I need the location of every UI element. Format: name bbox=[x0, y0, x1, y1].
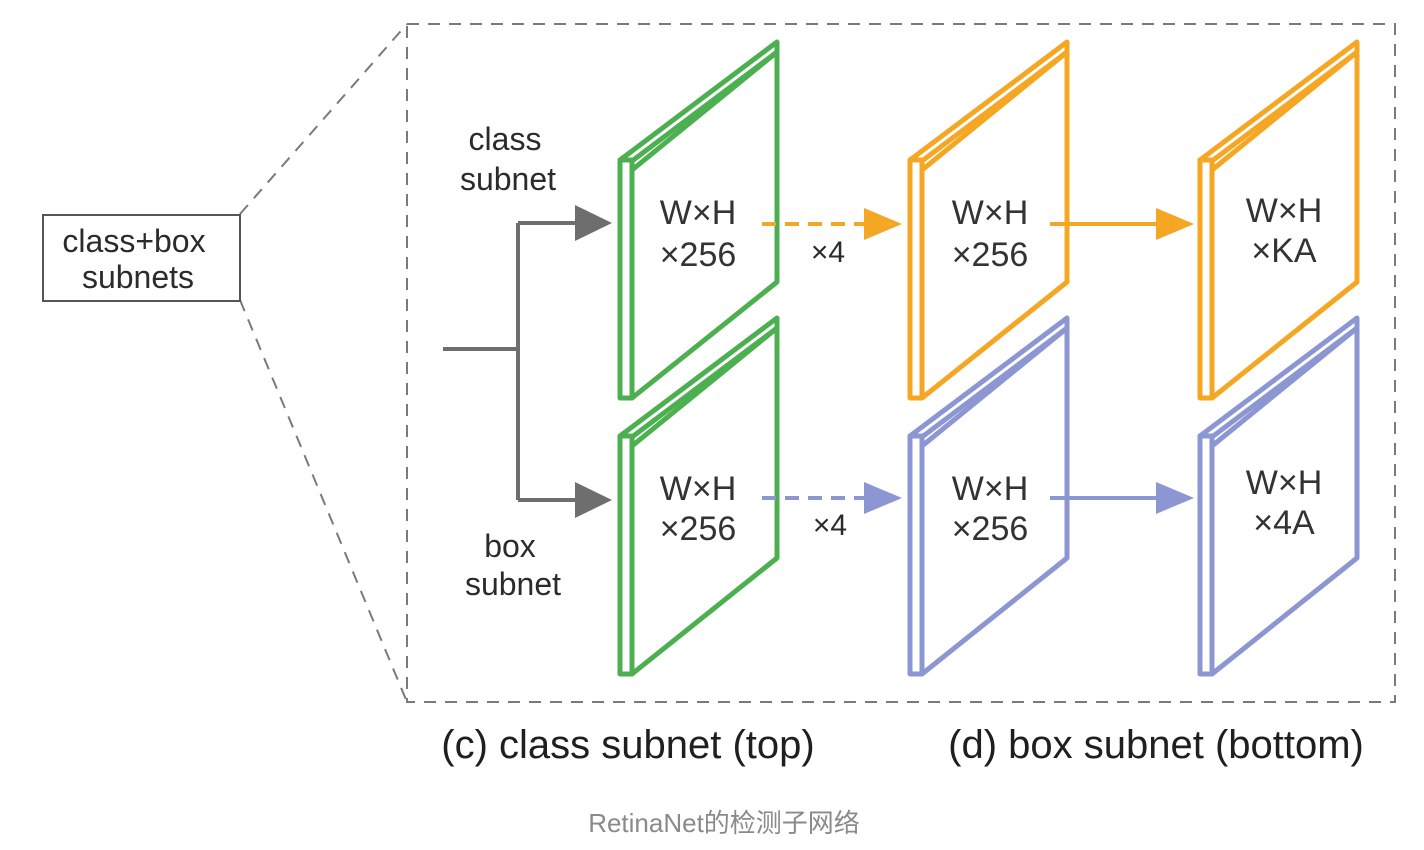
box-subnet-label-line1: box bbox=[484, 528, 536, 564]
box-path-arrows bbox=[762, 482, 1194, 514]
feature-map-class-2 bbox=[907, 39, 1070, 401]
feature-map-class-1 bbox=[617, 39, 780, 401]
class-solid-arrowhead bbox=[1156, 208, 1194, 240]
box-3-channels: ×4A bbox=[1253, 504, 1315, 542]
box-1-size: W×H bbox=[660, 470, 737, 508]
box-dashed-arrowhead bbox=[864, 482, 902, 514]
feature-map-class-3 bbox=[1197, 39, 1360, 401]
class-2-size: W×H bbox=[952, 194, 1029, 232]
feature-map-box-3 bbox=[1197, 315, 1360, 677]
source-box-line2: subnets bbox=[82, 259, 194, 295]
box-3-size: W×H bbox=[1246, 464, 1323, 502]
class-3-channels: ×KA bbox=[1251, 232, 1317, 270]
class-3-size: W×H bbox=[1246, 192, 1323, 230]
zoom-frame bbox=[239, 23, 1396, 703]
class-subnet-label-line2: subnet bbox=[460, 161, 556, 197]
class-repeat-label: ×4 bbox=[811, 236, 845, 269]
class-1-channels: ×256 bbox=[660, 236, 737, 274]
box-subnet-caption: (d) box subnet (bottom) bbox=[948, 723, 1364, 767]
box-repeat-label: ×4 bbox=[813, 509, 847, 542]
feature-map-box-2 bbox=[907, 315, 1070, 677]
source-box-line1: class+box bbox=[62, 223, 205, 259]
class-dashed-arrowhead bbox=[864, 208, 902, 240]
box-subnet-label-line2: subnet bbox=[465, 566, 561, 602]
box-2-channels: ×256 bbox=[952, 510, 1029, 548]
feature-map-box-1 bbox=[617, 315, 780, 677]
class-1-size: W×H bbox=[660, 194, 737, 232]
box-branch-arrowhead bbox=[575, 482, 612, 518]
class-branch-arrowhead bbox=[575, 205, 612, 241]
source-box: class+box subnets bbox=[42, 214, 241, 302]
branch-arrows bbox=[443, 205, 612, 518]
class-path-arrows bbox=[762, 208, 1194, 240]
figure-footer: RetinaNet的检测子网络 bbox=[588, 808, 860, 838]
class-subnet-caption: (c) class subnet (top) bbox=[441, 723, 814, 767]
box-2-size: W×H bbox=[952, 470, 1029, 508]
box-1-channels: ×256 bbox=[660, 510, 737, 548]
class-subnet-label-line1: class bbox=[469, 121, 542, 157]
box-solid-arrowhead bbox=[1156, 482, 1194, 514]
class-2-channels: ×256 bbox=[952, 236, 1029, 274]
